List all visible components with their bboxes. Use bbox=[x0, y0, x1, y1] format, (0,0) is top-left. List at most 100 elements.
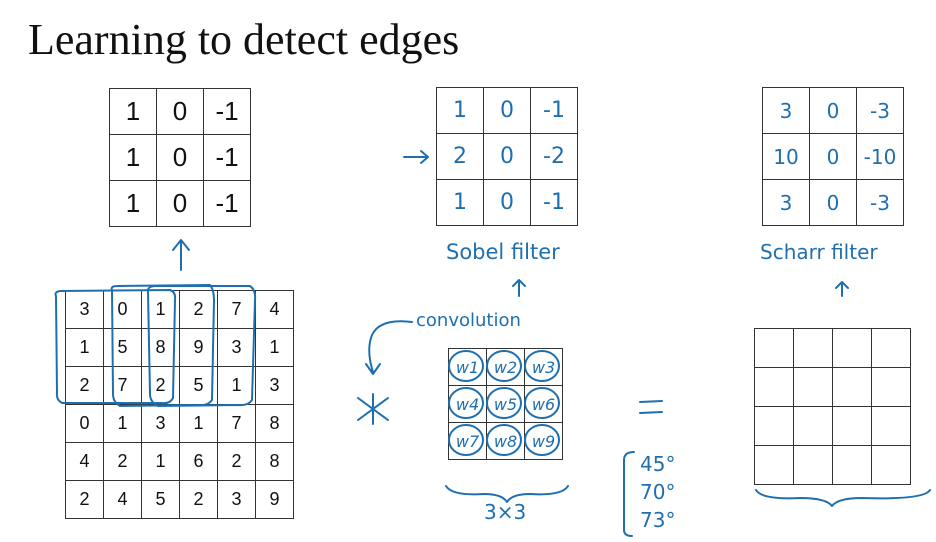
image-cell: 3 bbox=[255, 366, 294, 405]
image-cell: 1 bbox=[255, 328, 294, 367]
sobel-cell: 2 bbox=[436, 133, 484, 180]
image-cell: 9 bbox=[255, 480, 294, 519]
convolution-operator-icon bbox=[357, 393, 389, 425]
output-cell bbox=[871, 406, 911, 446]
sobel-cell: 1 bbox=[436, 179, 484, 226]
image-cell: 8 bbox=[255, 442, 294, 481]
image-cell: 0 bbox=[65, 404, 104, 443]
output-cell bbox=[871, 367, 911, 407]
image-cell: 1 bbox=[103, 404, 142, 443]
image-cell: 0 bbox=[103, 290, 142, 329]
filter-cell: -1 bbox=[203, 180, 251, 227]
image-cell: 7 bbox=[217, 290, 256, 329]
image-cell: 5 bbox=[141, 480, 180, 519]
weight-cell: w8 bbox=[486, 422, 525, 460]
sobel-filter-label: Sobel filter bbox=[446, 240, 560, 264]
arrow-up-icon bbox=[512, 279, 526, 297]
sobel-cell: 0 bbox=[483, 133, 531, 180]
convolution-label: convolution bbox=[416, 310, 521, 331]
sobel-cell: 0 bbox=[483, 87, 531, 134]
scharr-cell: -3 bbox=[856, 87, 904, 134]
output-cell bbox=[754, 406, 794, 446]
scharr-cell: 0 bbox=[809, 179, 857, 226]
image-cell: 2 bbox=[65, 480, 104, 519]
output-cell bbox=[832, 328, 872, 368]
image-cell: 4 bbox=[65, 442, 104, 481]
weight-cell: w4 bbox=[448, 385, 487, 423]
weight-cell: w6 bbox=[524, 385, 563, 423]
sobel-cell: -1 bbox=[530, 179, 578, 226]
arrow-up-icon bbox=[172, 239, 190, 271]
image-cell: 7 bbox=[217, 404, 256, 443]
weight-cell: w9 bbox=[524, 422, 563, 460]
page-title: Learning to detect edges bbox=[28, 15, 460, 64]
image-cell: 2 bbox=[65, 366, 104, 405]
output-cell bbox=[832, 367, 872, 407]
angle-item: 45° bbox=[640, 452, 676, 476]
sobel-cell: -2 bbox=[530, 133, 578, 180]
image-cell: 2 bbox=[179, 290, 218, 329]
image-cell: 9 bbox=[179, 328, 218, 367]
output-cell bbox=[754, 445, 794, 485]
weight-cell: w1 bbox=[448, 348, 487, 386]
image-cell: 1 bbox=[65, 328, 104, 367]
output-cell bbox=[793, 328, 833, 368]
filter-cell: 0 bbox=[156, 180, 204, 227]
image-cell: 7 bbox=[103, 366, 142, 405]
scharr-cell: -3 bbox=[856, 179, 904, 226]
scharr-cell: -10 bbox=[856, 133, 904, 180]
angles-bracket bbox=[623, 451, 635, 537]
filter-cell: 0 bbox=[156, 88, 204, 135]
filter-cell: -1 bbox=[203, 134, 251, 181]
image-cell: 1 bbox=[217, 366, 256, 405]
filter-cell: -1 bbox=[203, 88, 251, 135]
image-cell: 3 bbox=[65, 290, 104, 329]
filter-cell: 1 bbox=[109, 88, 157, 135]
filter-cell: 1 bbox=[109, 180, 157, 227]
output-cell bbox=[793, 406, 833, 446]
output-cell bbox=[832, 445, 872, 485]
scharr-cell: 0 bbox=[809, 87, 857, 134]
sobel-cell: 1 bbox=[436, 87, 484, 134]
image-cell: 2 bbox=[179, 480, 218, 519]
output-cell bbox=[871, 328, 911, 368]
image-cell: 1 bbox=[141, 290, 180, 329]
angle-item: 73° bbox=[640, 508, 676, 532]
scharr-filter-label: Scharr filter bbox=[760, 240, 878, 264]
sobel-cell: -1 bbox=[530, 87, 578, 134]
scharr-cell: 10 bbox=[762, 133, 810, 180]
weight-cell: w7 bbox=[448, 422, 487, 460]
output-cell bbox=[871, 445, 911, 485]
equals-icon bbox=[639, 400, 663, 414]
image-cell: 2 bbox=[103, 442, 142, 481]
output-cell bbox=[754, 367, 794, 407]
arrow-up-icon bbox=[835, 281, 849, 297]
output-cell bbox=[793, 445, 833, 485]
image-cell: 1 bbox=[141, 442, 180, 481]
weight-cell: w2 bbox=[486, 348, 525, 386]
scharr-cell: 3 bbox=[762, 179, 810, 226]
output-cell bbox=[793, 367, 833, 407]
scharr-cell: 0 bbox=[809, 133, 857, 180]
filter-cell: 1 bbox=[109, 134, 157, 181]
image-cell: 8 bbox=[255, 404, 294, 443]
image-cell: 3 bbox=[217, 480, 256, 519]
image-cell: 2 bbox=[217, 442, 256, 481]
output-cell bbox=[754, 328, 794, 368]
output-cell bbox=[832, 406, 872, 446]
weight-cell: w5 bbox=[486, 385, 525, 423]
sobel-cell: 0 bbox=[483, 179, 531, 226]
filter-size-label: 3×3 bbox=[484, 500, 527, 524]
arrow-right-icon bbox=[403, 150, 429, 164]
convolution-pointer bbox=[365, 320, 413, 375]
angle-item: 70° bbox=[640, 480, 676, 504]
image-cell: 5 bbox=[103, 328, 142, 367]
image-cell: 6 bbox=[179, 442, 218, 481]
filter-cell: 0 bbox=[156, 134, 204, 181]
output-brace bbox=[755, 489, 931, 507]
image-cell: 1 bbox=[179, 404, 218, 443]
